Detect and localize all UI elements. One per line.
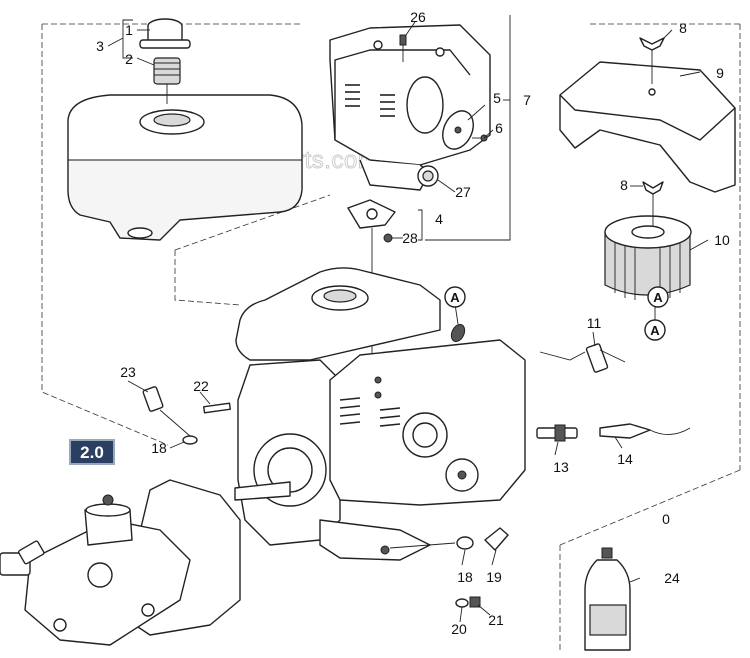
callout-20: 20: [451, 621, 467, 637]
callout-8b: 8: [620, 177, 628, 193]
ref-marker-a-bottom: A: [644, 319, 666, 341]
callout-21: 21: [488, 612, 504, 628]
callout-1: 1: [125, 22, 133, 38]
callout-13: 13: [553, 459, 569, 475]
ref-marker-a-right: A: [647, 286, 669, 308]
starter-plate: [442, 110, 474, 150]
bolt-21: [469, 596, 481, 608]
svg-text:A: A: [650, 323, 660, 338]
callout-7: 7: [523, 92, 531, 108]
cover-bolt-26: [399, 34, 407, 62]
oil-bottle: [584, 547, 631, 651]
fan-cover-vents: [345, 84, 395, 117]
callout-4: 4: [435, 211, 443, 227]
engine: [234, 267, 526, 561]
choke-lever: [539, 343, 626, 373]
callout-9: 9: [716, 65, 724, 81]
air-filter: [604, 215, 692, 300]
spark-plug: [536, 424, 578, 442]
callout-24: 24: [664, 570, 680, 586]
callout-18b: 18: [457, 569, 473, 585]
callout-11: 11: [587, 315, 602, 331]
wing-nut-8a: [639, 37, 665, 84]
callout-8a: 8: [679, 20, 687, 36]
drain-plug: [484, 527, 509, 551]
callout-26: 26: [410, 9, 426, 25]
callout-2: 2: [125, 51, 133, 67]
callout-6: 6: [495, 120, 503, 136]
shaft-key: [203, 402, 231, 414]
callout-14: 14: [617, 451, 633, 467]
callout-10: 10: [714, 232, 730, 248]
callout-18a: 18: [151, 440, 167, 456]
fuel-tank: [67, 94, 303, 241]
callout-27: 27: [455, 184, 471, 200]
wing-nut-8b: [642, 181, 664, 226]
oring-18a: [182, 435, 198, 445]
callout-19: 19: [486, 569, 502, 585]
ref-marker-a-left: A: [444, 286, 466, 308]
pump-assembly: [0, 479, 241, 646]
fuel-strainer: [153, 57, 181, 104]
callout-0: 0: [662, 511, 670, 527]
callout-5: 5: [493, 90, 501, 106]
carb-gasket: [347, 199, 396, 243]
washer-20: [455, 598, 469, 608]
callout-23: 23: [120, 364, 136, 380]
svg-text:A: A: [450, 290, 460, 305]
plug-cap: [599, 423, 691, 439]
callout-28: 28: [402, 230, 418, 246]
callout-3: 3: [96, 38, 104, 54]
callout-labels: 3 1 2 26 5 6 7 8 9 8 10 27 4 28 11 23 22…: [96, 9, 730, 637]
engine-vents: [339, 397, 401, 427]
air-cleaner-cover: [559, 61, 736, 193]
callout-22: 22: [193, 378, 209, 394]
fuel-cap: [139, 18, 191, 49]
leader-lines: [107, 21, 709, 623]
knob-left: [450, 323, 466, 343]
svg-text:A: A: [653, 290, 663, 305]
oil-sensor: [142, 386, 191, 437]
drain-washer: [456, 536, 474, 550]
svg-text:2.0: 2.0: [80, 443, 104, 462]
section-badge: 2.0: [69, 439, 115, 465]
